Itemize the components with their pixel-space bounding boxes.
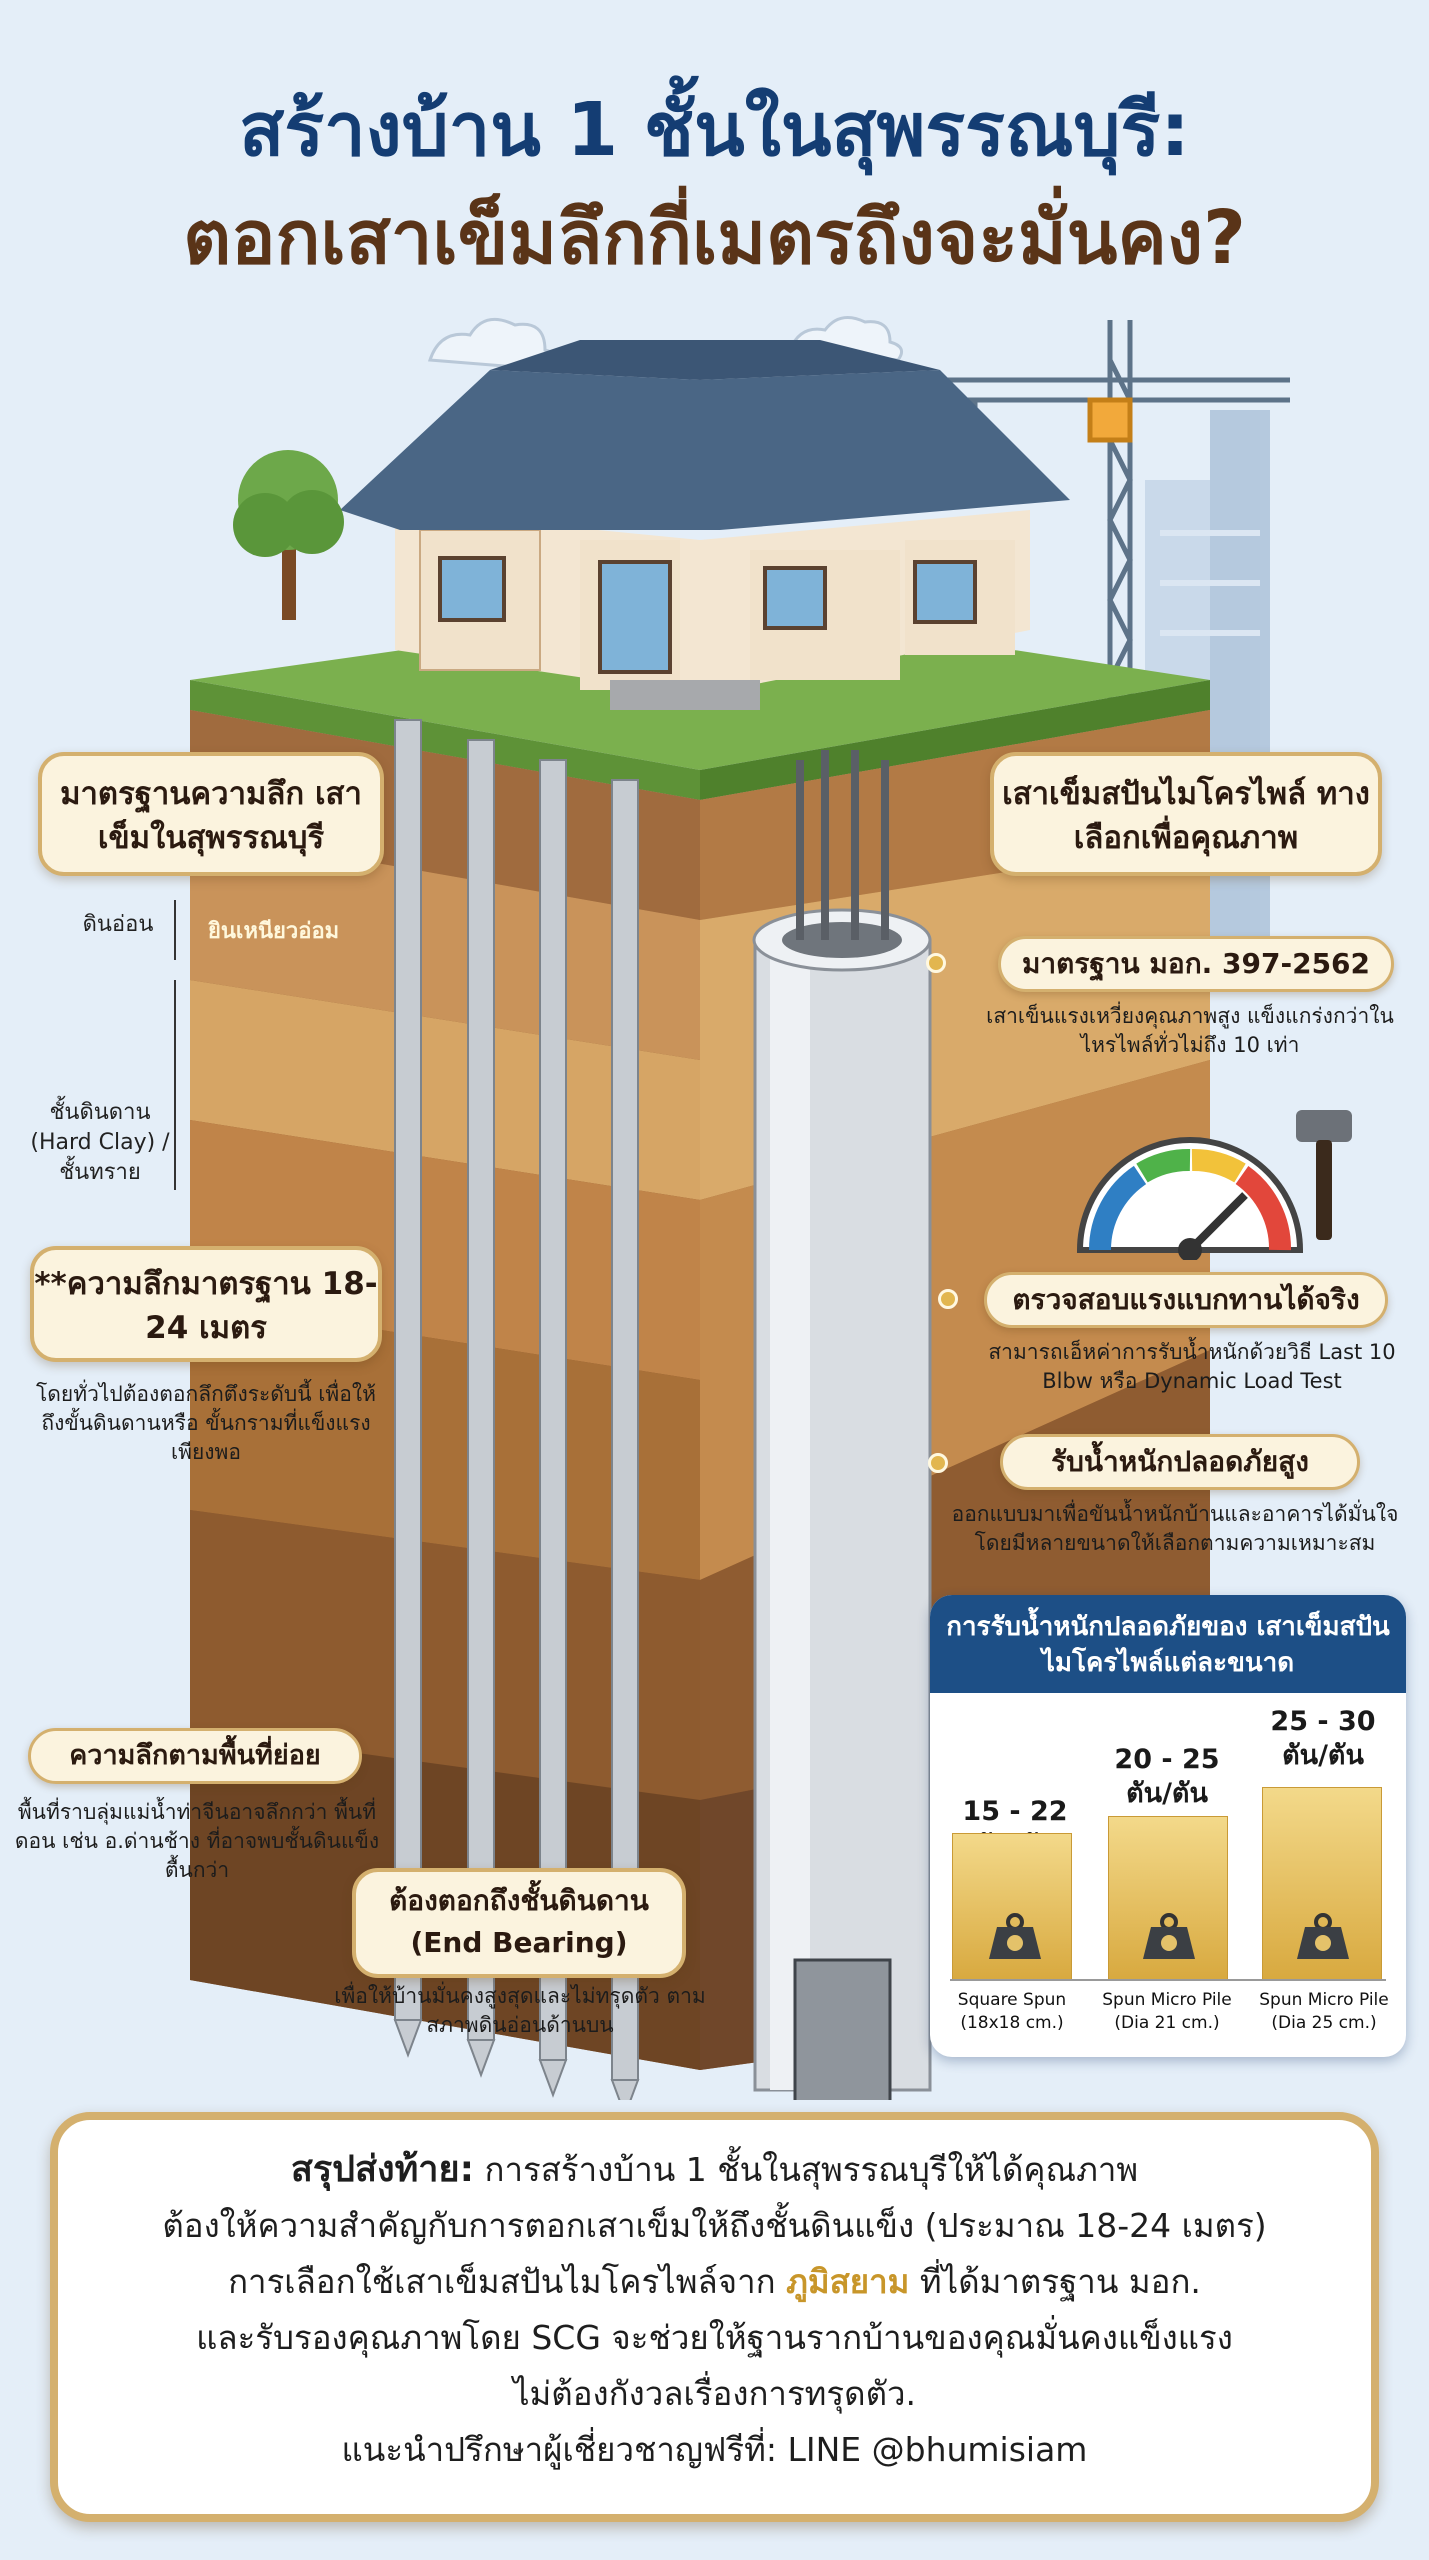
soft-soil-label: ดินอ่อน <box>82 912 154 937</box>
tis-dot-marker <box>926 953 946 973</box>
hammer-icon <box>1296 1110 1352 1240</box>
tis-standard-note: เสาเข็นแรงเหวี่ยงคุณภาพสูง แข็งแกร่งกว่า… <box>986 1004 1394 1057</box>
inspect-dot-marker <box>938 1289 958 1309</box>
brand-name: ภูมิสยาม <box>786 2262 910 2301</box>
category-label-1: Square Spun (18x18 cm.) <box>957 1990 1067 2033</box>
conclusion-line-3-a: การเลือกใช้เสาเข็มสปันไมโครไพล์จาก <box>228 2262 787 2301</box>
conclusion-line-3: การเลือกใช้เสาเข็มสปันไมโครไพล์จาก ภูมิส… <box>58 2254 1371 2310</box>
depth-standard-card: มาตรฐานความลึก เสาเข็มในสุพรรณบุรี <box>38 752 384 876</box>
bar-value-label-2: 20 - 25 ตัน/ตัน <box>1114 1744 1220 1809</box>
line-contact: แนะนำปรึกษาผู้เชี่ยวชาญฟรีที่: LINE @bhu… <box>341 2430 1088 2469</box>
weight-icon <box>1143 1913 1195 1959</box>
tis-standard-pill: มาตรฐาน มอก. 397-2562 <box>998 936 1394 992</box>
conclusion-line-1: สรุปส่งท้าย: การสร้างบ้าน 1 ชั้นในสุพรรณ… <box>58 2142 1371 2198</box>
thin-piles-illustration <box>393 719 640 2100</box>
safe-load-note: ออกแบบมาเพื่อขันน้ำหนักบ้านและอาคารได้มั… <box>951 1502 1399 1555</box>
conclusion-line-5: ไม่ต้องกังวลเรื่องการทรุดตัว. <box>512 2374 917 2413</box>
conclusion-line-1-text: การสร้างบ้าน 1 ชั้นในสุพรรณบุรีให้ได้คุณ… <box>474 2150 1139 2189</box>
conclusion-box: สรุปส่งท้าย: การสร้างบ้าน 1 ชั้นในสุพรรณ… <box>50 2112 1379 2522</box>
end-bearing-note: เพื่อให้บ้านมั่นคงสูงสุดและไม่ทรุดตัว ตา… <box>334 1984 706 2037</box>
bar-value-label-3: 25 - 30 ตัน/ตัน <box>1270 1706 1376 1771</box>
soft-clay-label: ยินเหนียวอ่อม <box>208 919 340 944</box>
category-label-2: Spun Micro Pile (Dia 21 cm.) <box>1102 1990 1232 2033</box>
standard-depth-note: โดยทั่วไปต้องตอกลึกตึงระดับนี้ เพื่อให้ถ… <box>36 1382 376 1464</box>
safe-load-dot-marker <box>928 1453 948 1473</box>
load-inspection-note: สามารถเอ็หค่าการรับน้ำหนักด้วยวิธี Last … <box>988 1340 1396 1393</box>
title-line-1: สร้างบ้าน 1 ชั้นในสุพรรณบุรี: <box>239 87 1190 173</box>
sub-area-depth-pill: ความลึกตามพื้นที่ย่อย <box>28 1728 362 1784</box>
weight-icon <box>989 1913 1041 1959</box>
load-inspection-pill: ตรวจสอบแรงแบกทานได้จริง <box>984 1272 1388 1328</box>
title-line-2: ตอกเสาเข็มลึกกี่เมตรถึงจะมั่นคง? <box>183 195 1246 281</box>
spun-micro-pile-card: เสาเข็มสปันไมโครไพล์ ทางเลือกเพื่อคุณภาพ <box>990 752 1382 876</box>
safe-load-pill: รับน้ำหนักปลอดภัยสูง <box>1000 1434 1360 1490</box>
chart-baseline <box>950 1979 1386 1981</box>
end-bearing-card: ต้องตอกถึงชั้นดินดาน (End Bearing) <box>352 1868 686 1978</box>
sub-area-depth-note: พื้นที่ราบลุ่มแม่น้ำท่าจีนอาจลึกกว่า พื้… <box>14 1800 380 1882</box>
conclusion-line-3-b: ที่ได้มาตรฐาน มอก. <box>909 2262 1201 2301</box>
tree-illustration <box>233 450 344 620</box>
weight-icon <box>1297 1913 1349 1959</box>
conclusion-lead: สรุปส่งท้าย: <box>290 2149 475 2190</box>
spun-micro-pile-illustration <box>752 750 932 2100</box>
conclusion-line-2: ต้องให้ความสำคัญกับการตอกเสาเข็มให้ถึงชั… <box>162 2206 1267 2245</box>
chart-title: การรับน้ำหนักปลอดภัยของ เสาเข็มสปันไมโคร… <box>930 1595 1406 1693</box>
category-label-3: Spun Micro Pile (Dia 25 cm.) <box>1259 1990 1389 2033</box>
load-capacity-chart: การรับน้ำหนักปลอดภัยของ เสาเข็มสปันไมโคร… <box>930 1595 1406 2057</box>
crane-illustration <box>930 320 1290 730</box>
gauge-icon <box>1076 1137 1304 1260</box>
house-illustration <box>340 340 1070 710</box>
standard-depth-card: **ความลึกมาตรฐาน 18-24 เมตร <box>30 1246 382 1362</box>
conclusion-line-4: และรับรองคุณภาพโดย SCG จะช่วยให้ฐานรากบ้… <box>196 2318 1233 2357</box>
hard-layer-label: ชั้นดินดาน (Hard Clay) / ชั้นทราย <box>30 1100 170 1185</box>
